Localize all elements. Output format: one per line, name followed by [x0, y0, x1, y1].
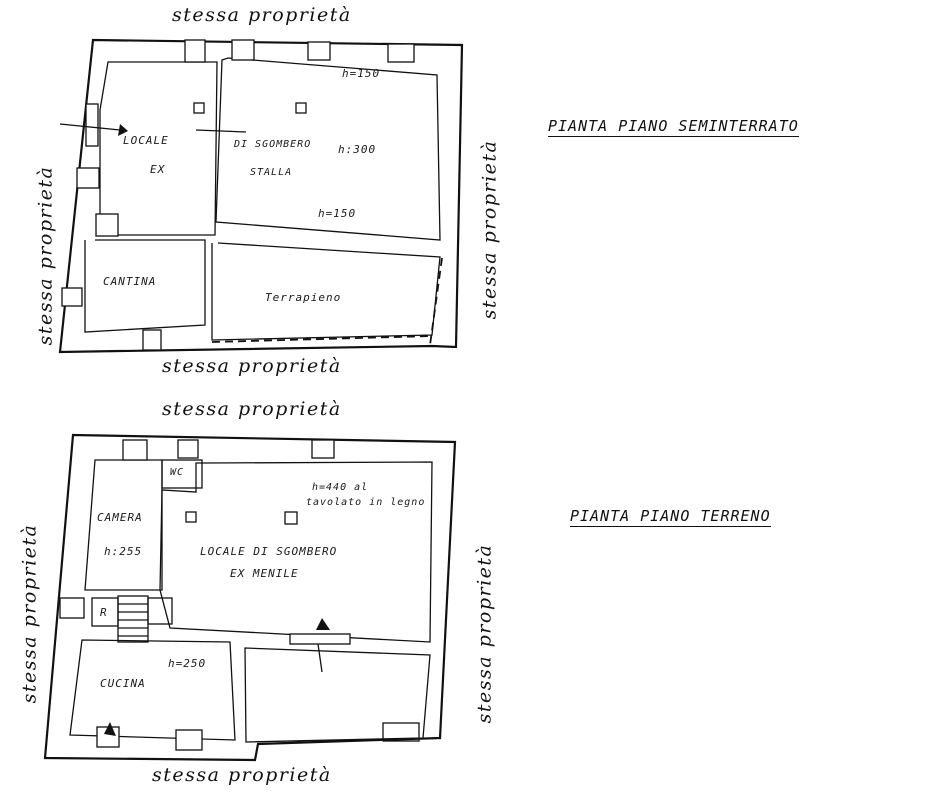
basement-outer-wall	[58, 38, 464, 354]
pillar-3	[185, 511, 197, 523]
basement-stair	[95, 213, 119, 237]
door-swing-line	[317, 643, 323, 673]
room-locale-sgombero	[159, 461, 433, 643]
rear-area	[244, 647, 431, 743]
basement-boundary-top: stessa proprietà	[172, 4, 352, 26]
basement-window-2	[231, 39, 255, 61]
label-cucina: CUCINA	[100, 677, 146, 690]
label-locale-sgombero: LOCALE DI SGOMBERO	[200, 545, 338, 558]
label-locale: LOCALE	[123, 134, 169, 147]
basement-plan-title: PIANTA PIANO SEMINTERRATO	[548, 117, 799, 137]
label-stalla: STALLA	[250, 167, 293, 178]
level-mark-1	[195, 129, 247, 133]
label-h150-bottom: h=150	[318, 207, 357, 220]
ground-window-7	[289, 633, 351, 645]
label-camera: CAMERA	[97, 511, 143, 524]
ground-boundary-bottom: stessa proprietà	[152, 764, 332, 786]
basement-window-7	[142, 329, 162, 351]
ground-window-2	[177, 439, 199, 459]
room-wc	[161, 459, 203, 489]
label-h440: h=440 al	[312, 482, 369, 493]
basement-window-6	[61, 287, 83, 307]
label-cantina: CANTINA	[103, 275, 157, 288]
label-h150-top: h=150	[342, 67, 381, 80]
door-arrow-icon-1	[316, 618, 330, 630]
ground-plan	[43, 433, 457, 762]
label-tavolato: tavolato in legno	[306, 497, 426, 508]
room-stalla	[215, 57, 441, 241]
staircase	[117, 595, 149, 643]
basement-boundary-left: stessa proprietà	[34, 165, 57, 346]
terrapieno-dashed-edge	[429, 257, 443, 346]
entry-arrow	[59, 123, 121, 131]
pillar-2	[295, 102, 307, 114]
basement-inner-wall	[99, 61, 218, 236]
label-r: R	[100, 606, 108, 619]
room-cantina	[84, 239, 206, 333]
basement-window-1	[184, 39, 206, 63]
label-h250: h=250	[168, 657, 207, 670]
basement-window-4	[387, 43, 415, 63]
ground-inner-wall	[84, 459, 163, 591]
label-ex-menile: EX MENILE	[230, 567, 299, 580]
label-h300: h:300	[338, 143, 377, 156]
ground-outer-wall	[43, 433, 457, 762]
ground-boundary-right: stessa proprietà	[473, 543, 496, 724]
storage-k	[147, 597, 173, 625]
ground-window-3	[311, 439, 335, 459]
basement-window-3	[307, 41, 331, 61]
basement-boundary-right: stessa proprietà	[478, 139, 501, 320]
basement-door-left	[85, 103, 99, 147]
ground-window-6	[175, 729, 203, 751]
terrapieno-area	[211, 242, 441, 341]
label-di-sgombero: DI SGOMBERO	[234, 139, 312, 150]
entry-arrowhead-icon	[118, 124, 128, 136]
ground-boundary-top: stessa proprietà	[162, 398, 342, 420]
terrapieno-dashed-bottom	[211, 335, 433, 343]
label-terrapieno: Terrapieno	[265, 291, 342, 304]
ground-window-4	[59, 597, 85, 619]
room-cucina	[69, 639, 236, 741]
exterior-step	[382, 722, 420, 742]
basement-plan	[58, 38, 464, 354]
door-arrow-icon-2	[104, 722, 116, 736]
basement-boundary-bottom: stessa proprietà	[162, 355, 342, 377]
label-h255: h:255	[104, 545, 143, 558]
label-wc: WC	[170, 467, 185, 478]
pillar-4	[284, 511, 298, 525]
ground-boundary-left: stessa proprietà	[18, 523, 41, 704]
ground-plan-title: PIANTA PIANO TERRENO	[570, 507, 771, 527]
ground-window-1	[122, 439, 148, 461]
label-ex: EX	[150, 163, 166, 176]
basement-window-5	[76, 167, 100, 189]
pillar-1	[193, 102, 205, 114]
